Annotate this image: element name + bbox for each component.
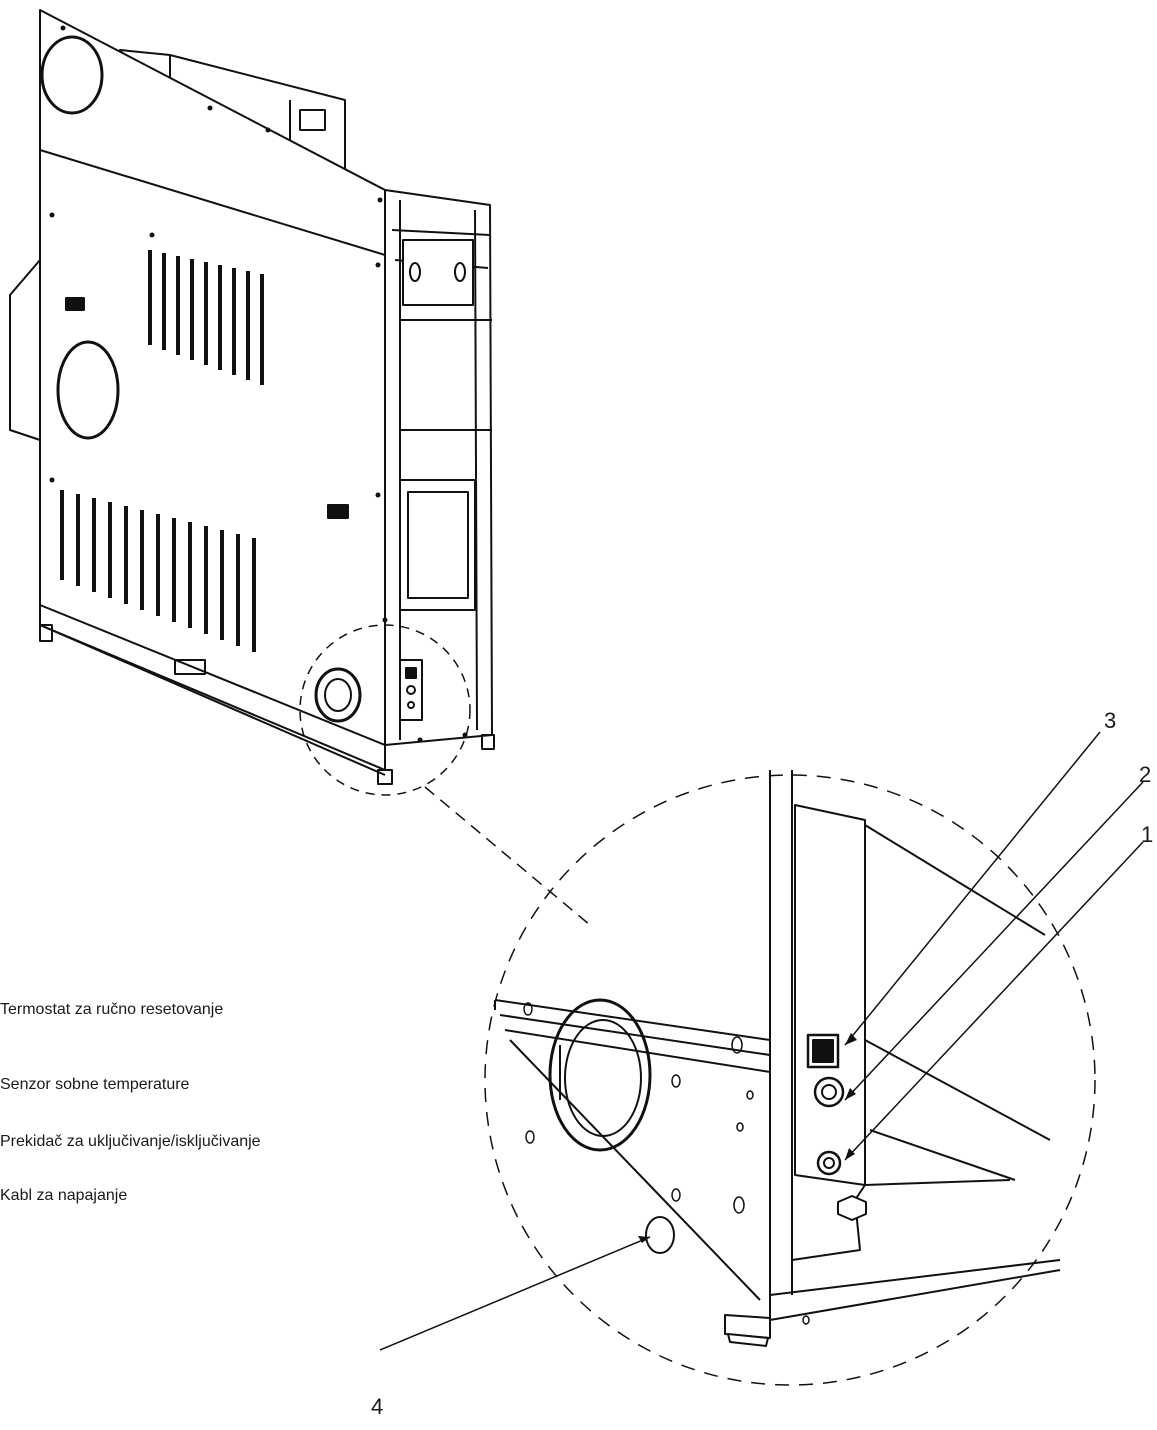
legend-item-4: Kabl za napajanje bbox=[0, 1187, 128, 1204]
callout-number-2: 2 bbox=[1139, 762, 1152, 787]
arrowheads bbox=[638, 1033, 857, 1243]
callout-number-1: 1 bbox=[1141, 822, 1154, 847]
callout-number-3: 3 bbox=[1104, 708, 1117, 733]
callout-number-4: 4 bbox=[371, 1394, 384, 1419]
detail-zone-marker bbox=[299, 624, 471, 796]
legend-item-2: Senzor sobne temperature bbox=[0, 1076, 190, 1093]
legend-item-1: Termostat za ručno resetovanje bbox=[0, 1001, 224, 1018]
detail-circle bbox=[484, 774, 1096, 1386]
legend-item-3: Prekidač za uključivanje/isključivanje bbox=[0, 1133, 261, 1150]
magnified-detail bbox=[484, 770, 1096, 1386]
stove-body bbox=[9, 9, 495, 785]
callout-leaders bbox=[379, 731, 1144, 1351]
